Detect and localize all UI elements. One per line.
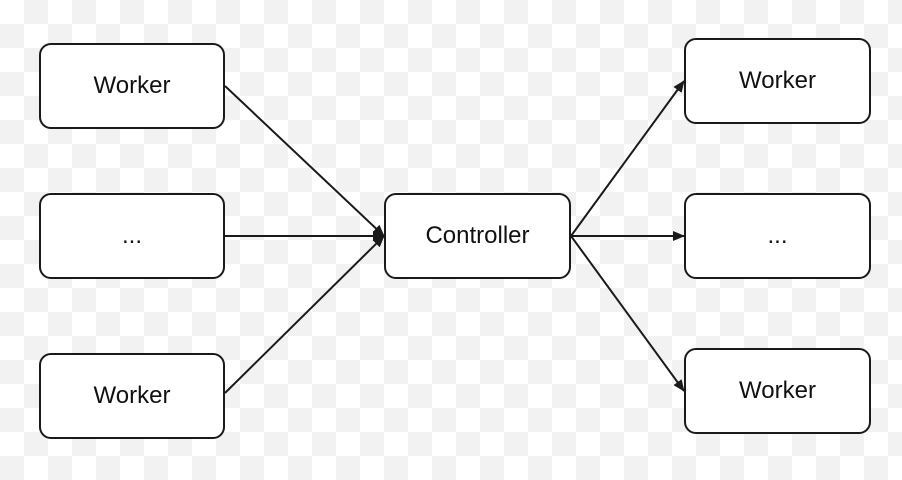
ellipsis-node-label: ...	[767, 222, 788, 249]
controller-node[interactable]: Controller	[384, 193, 571, 279]
worker-node-input-2[interactable]: Worker	[39, 353, 225, 439]
ellipsis-node-output[interactable]: ...	[684, 193, 871, 279]
edge-left-top-to-controller	[224, 85, 385, 237]
edge-controller-to-right-top	[570, 80, 685, 237]
edge-left-bottom-to-controller	[224, 235, 385, 394]
worker-node-label: Worker	[739, 377, 816, 404]
controller-node-label: Controller	[425, 222, 530, 249]
worker-node-output-2[interactable]: Worker	[684, 348, 871, 434]
worker-node-label: Worker	[739, 67, 816, 94]
edge-controller-to-right-bottom	[570, 235, 685, 392]
worker-node-label: Worker	[93, 382, 171, 409]
ellipsis-node-label: ...	[121, 222, 142, 249]
worker-node-label: Worker	[93, 72, 171, 99]
worker-node-output-1[interactable]: Worker	[684, 38, 871, 124]
ellipsis-node-input[interactable]: ...	[39, 193, 225, 279]
worker-node-input-1[interactable]: Worker	[39, 43, 225, 129]
